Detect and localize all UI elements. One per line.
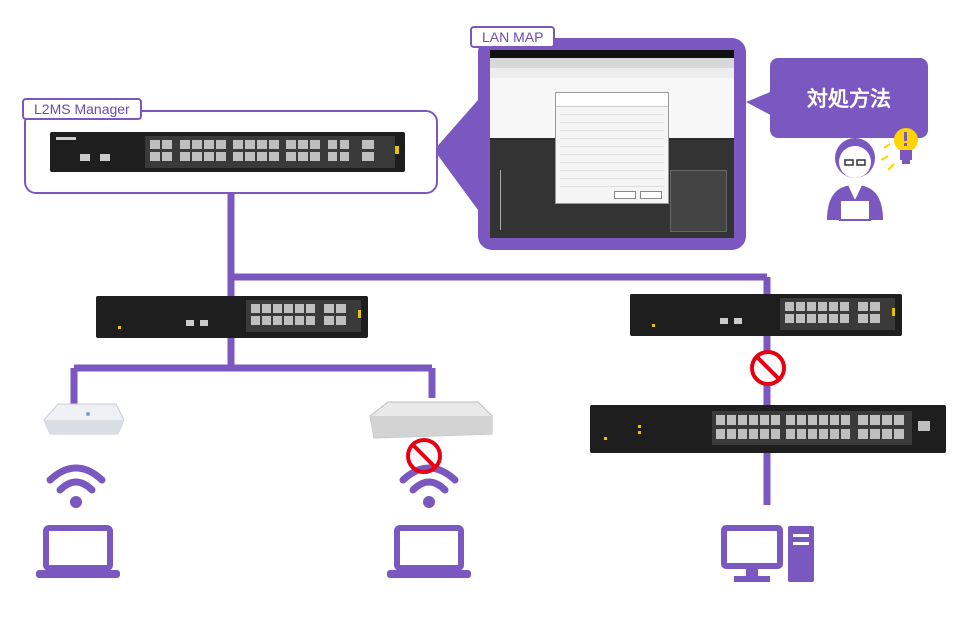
prohibited-icon (750, 350, 786, 386)
user-icon (827, 138, 883, 221)
access-switch-left (96, 296, 368, 338)
wifi-icon (399, 464, 459, 508)
access-point-left (43, 403, 125, 435)
wifi-icon (46, 464, 106, 508)
solution-callout: 対処方法 (770, 58, 928, 138)
access-switch-right (630, 294, 902, 336)
laptop-icon (36, 525, 120, 578)
laptop-icon (387, 525, 471, 578)
access-point-right (369, 401, 493, 439)
edge-switch-bottom (590, 405, 946, 453)
troubleshooting-dialog (555, 92, 669, 204)
l2ms-manager-label: L2MS Manager (22, 98, 142, 120)
core-switch (50, 132, 405, 172)
lan-map-label: LAN MAP (470, 26, 556, 48)
lightbulb-icon (880, 128, 918, 171)
desktop-pc-icon (721, 525, 814, 582)
prohibited-icon (406, 438, 442, 474)
